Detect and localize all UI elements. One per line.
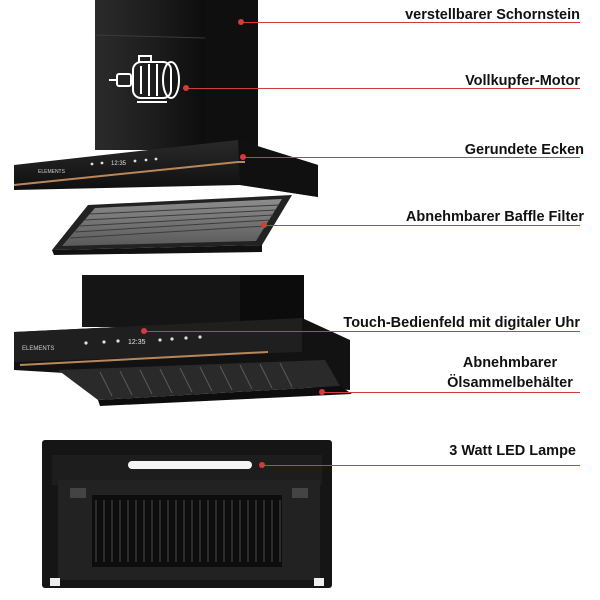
- oil-tray-filter: [58, 360, 352, 406]
- leader-baffle: [264, 225, 580, 226]
- hood-underside: [42, 440, 332, 588]
- callout-corners-label: Gerundete Ecken: [464, 142, 584, 158]
- display-time-middle: 12:35: [128, 339, 146, 346]
- callout-chimney-label: verstellbarer Schornstein: [405, 7, 580, 23]
- leader-chimney: [241, 22, 580, 23]
- underside-grille: [95, 500, 281, 562]
- leader-corners: [243, 157, 580, 158]
- leader-dot-motor: [183, 85, 189, 91]
- brand-logo-middle: ELEMENTS: [22, 346, 54, 352]
- callout-oil-label-line1: Abnehmbarer: [462, 355, 558, 371]
- brand-logo-top: ELEMENTS: [38, 169, 66, 175]
- leader-motor: [186, 88, 580, 89]
- leader-oil: [322, 392, 580, 393]
- leader-dot-corners: [240, 154, 246, 160]
- callout-baffle-label: Abnehmbarer Baffle Filter: [405, 209, 584, 225]
- leader-dot-touch: [141, 328, 147, 334]
- callout-touch-label: Touch-Bedienfeld mit digitaler Uhr: [343, 315, 580, 331]
- leader-dot-chimney: [238, 19, 244, 25]
- callout-motor-label: Vollkupfer-Motor: [465, 73, 580, 89]
- callout-oil-label-line2: Ölsammelbehälter: [447, 375, 573, 391]
- led-lamp: [128, 461, 252, 469]
- motor-icon: [109, 55, 180, 103]
- callout-led-label: 3 Watt LED Lampe: [449, 443, 576, 459]
- baffle-filter: [52, 195, 292, 255]
- leader-led: [262, 465, 580, 466]
- leader-dot-oil: [319, 389, 325, 395]
- chimney-middle: [82, 275, 304, 327]
- leader-dot-baffle: [261, 222, 267, 228]
- display-time-top: 12:35: [111, 161, 127, 167]
- leader-touch: [144, 331, 580, 332]
- leader-dot-led: [259, 462, 265, 468]
